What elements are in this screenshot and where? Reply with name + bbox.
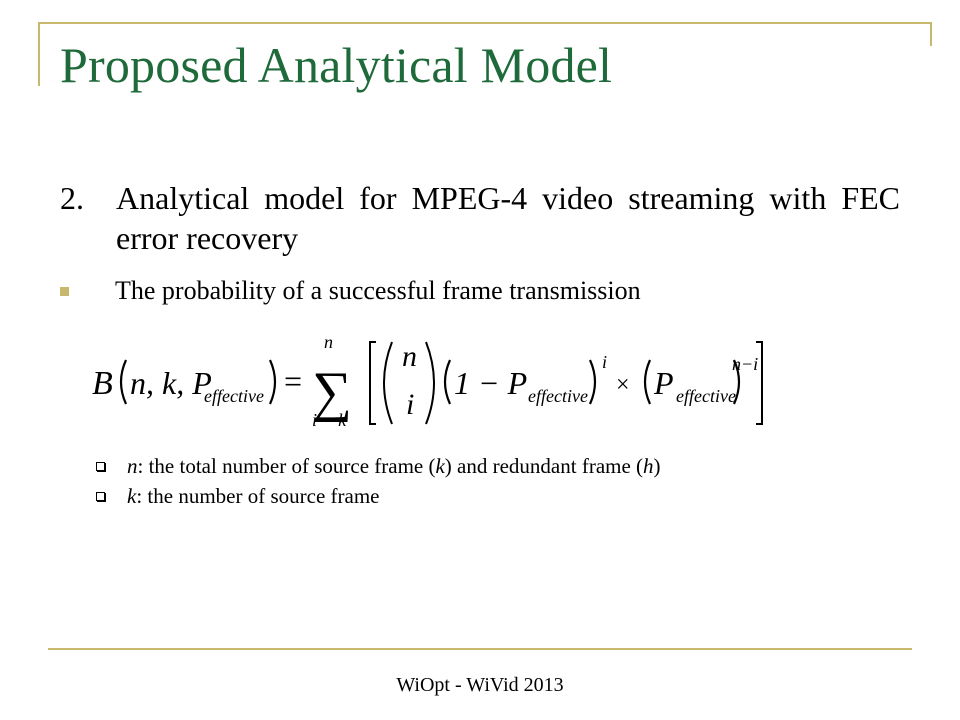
formula-subscript-2: effective	[676, 386, 736, 406]
bullet-item: The probability of a successful frame tr…	[60, 276, 641, 306]
item-text: Analytical model for MPEG-4 video stream…	[116, 180, 900, 256]
subitem-desc: : the total number of source frame (	[137, 454, 436, 478]
numbered-item: 2. Analytical model for MPEG-4 video str…	[60, 178, 900, 258]
item-number: 2.	[60, 180, 84, 216]
subitem-k: k	[435, 454, 445, 478]
slide-title: Proposed Analytical Model	[60, 37, 613, 93]
subitem-h: h	[643, 454, 654, 478]
formula-binom-top: n	[402, 340, 417, 373]
formula-p: P	[653, 365, 674, 401]
frame-line-right	[930, 22, 932, 46]
subitem-k: k: the number of source frame	[96, 484, 379, 509]
square-outline-bullet-icon	[96, 461, 105, 471]
formula-equals: =	[284, 363, 302, 399]
subitem-mid: ) and redundant frame (	[444, 454, 644, 478]
frame-line-top	[38, 22, 932, 24]
formula-times: ×	[616, 372, 630, 398]
probability-formula: B n, k, P effective = n ∑ i = k n i 1 − …	[92, 332, 763, 430]
formula-power-n-minus-i: n−i	[732, 354, 758, 374]
subitem-var: k	[127, 484, 137, 508]
subitem-desc: : the number of source frame	[136, 484, 380, 508]
formula-sum-symbol: ∑	[312, 361, 352, 423]
formula-lhs-func: B	[92, 365, 113, 402]
square-outline-bullet-icon	[96, 491, 105, 501]
subitem-end: )	[653, 454, 661, 478]
subitem-var: n	[127, 454, 138, 478]
formula-one-minus: 1 − P	[454, 365, 527, 401]
formula-lhs-args: n, k, P	[130, 365, 212, 401]
formula-lhs-subscript: effective	[204, 386, 264, 406]
frame-line-bottom	[48, 648, 912, 650]
bullet-text: The probability of a successful frame tr…	[115, 276, 641, 305]
slide-footer: WiOpt - WiVid 2013	[396, 674, 564, 696]
formula-power-i: i	[602, 352, 607, 372]
frame-line-left	[38, 22, 40, 86]
formula-sum-upper: n	[324, 332, 333, 352]
formula-binom-bottom: i	[406, 388, 414, 421]
formula-sum-lower: i = k	[312, 410, 347, 430]
square-bullet-icon	[60, 286, 69, 296]
subitem-n: n: the total number of source frame (k) …	[96, 454, 661, 479]
formula-subscript-1: effective	[528, 386, 588, 406]
